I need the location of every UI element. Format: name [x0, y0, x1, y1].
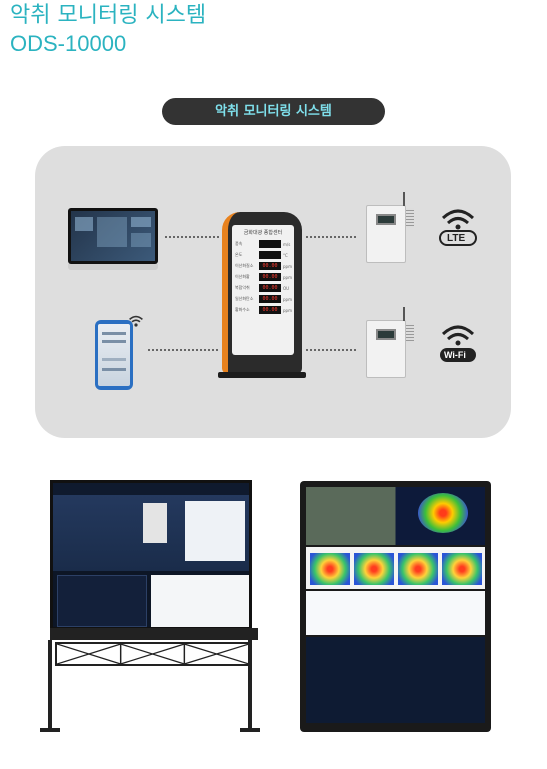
lte-signal-icon — [437, 206, 479, 246]
kiosk-row: 풍속 m/s — [235, 240, 291, 248]
connector-monitor — [165, 236, 219, 238]
display-dashboard-section — [306, 637, 485, 723]
desktop-monitor-image — [68, 208, 158, 264]
kiosk-row-value — [259, 240, 281, 248]
display-device-graphic — [143, 503, 167, 543]
kiosk-row-value: 00.00 — [259, 273, 281, 281]
kiosk-row-label: 이산화질소 — [235, 263, 254, 268]
stand-top-bar — [50, 628, 258, 640]
kiosk-row-label: 온도 — [235, 252, 243, 257]
connector-phone — [148, 349, 218, 351]
connector-sensor-bottom — [306, 349, 356, 351]
display-header-bar — [53, 483, 249, 495]
display-heatmap — [398, 553, 438, 585]
kiosk-row-unit: ppm — [283, 263, 292, 269]
stand-foot-right — [240, 728, 260, 732]
stand-truss — [55, 642, 251, 666]
sensor-unit-wifi — [366, 307, 414, 378]
kiosk-row-label: 일산화탄소 — [235, 296, 254, 301]
display-table-section — [306, 591, 485, 635]
page-title: 악취 모니터링 시스템 — [10, 3, 207, 28]
kiosk-row-value: 00.00 — [259, 262, 281, 270]
kiosk-row-value: 00.00 — [259, 306, 281, 314]
kiosk-row-label: 황화수소 — [235, 307, 250, 312]
wall-display-image — [50, 480, 252, 630]
sensor-antenna — [403, 307, 405, 321]
sensor-antenna — [403, 192, 405, 206]
vertical-display-image — [300, 481, 491, 732]
monitor-base — [68, 264, 158, 270]
kiosk-row-unit: m/s — [283, 241, 291, 247]
kiosk-row-label: 복합악취 — [235, 285, 250, 290]
kiosk-row-unit: ppm — [283, 296, 292, 302]
kiosk-row-unit: ppm — [283, 307, 292, 313]
stand-leg-left — [48, 640, 52, 730]
kiosk-row-unit: °C — [283, 252, 288, 258]
kiosk-base — [218, 372, 306, 378]
kiosk-row: 온도 °C — [235, 251, 291, 259]
display-heatmap — [354, 553, 394, 585]
kiosk-row-unit: OU — [283, 285, 290, 291]
model-name: ODS-10000 — [10, 31, 127, 56]
stand-leg-right — [248, 640, 252, 730]
phone-wifi-icon — [128, 313, 144, 327]
stand-foot-left — [40, 728, 60, 732]
kiosk-row-label: 이산화황 — [235, 274, 250, 279]
display-dispersion-map — [418, 493, 468, 533]
display-heatmap — [442, 553, 482, 585]
sensor-window — [376, 214, 396, 225]
display-chart-right — [151, 575, 249, 627]
display-heatmap — [310, 553, 350, 585]
kiosk-row-unit: ppm — [283, 274, 292, 280]
display-chart-left — [57, 575, 147, 627]
sensor-vent — [406, 208, 414, 228]
system-label-pill: 악취 모니터링 시스템 — [162, 98, 385, 125]
kiosk-row-value — [259, 251, 281, 259]
kiosk-heading: 금화대광 종합센터 — [243, 230, 283, 236]
display-table-graphic — [185, 501, 245, 561]
wifi-label: Wi-Fi — [444, 350, 466, 360]
wifi-signal-icon — [437, 322, 479, 362]
sensor-vent — [406, 323, 414, 343]
smartphone-image — [95, 320, 133, 390]
connector-sensor-top — [306, 236, 356, 238]
lte-label: LTE — [447, 233, 466, 244]
sensor-window — [376, 329, 396, 340]
kiosk-row-value: 00.00 — [259, 295, 281, 303]
kiosk-row-value: 00.00 — [259, 284, 281, 292]
kiosk-row-label: 풍속 — [235, 241, 243, 246]
sensor-unit-lte — [366, 192, 414, 263]
